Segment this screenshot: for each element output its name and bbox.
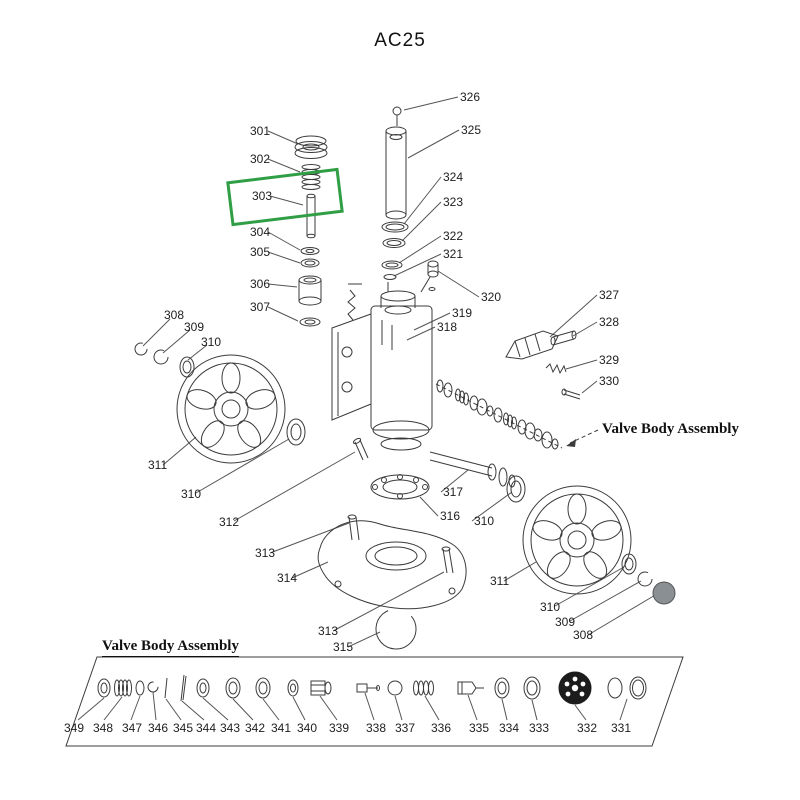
callout-308-left: 308 <box>164 308 185 322</box>
left-axle-rings <box>134 342 195 378</box>
callout-319: 319 <box>452 306 473 320</box>
release-lever-group <box>505 330 581 400</box>
callout-322: 322 <box>443 229 464 243</box>
callout-347: 347 <box>122 721 143 735</box>
callout-334: 334 <box>499 721 520 735</box>
callout-326: 326 <box>460 90 481 104</box>
callout-310-center: 310 <box>474 514 495 528</box>
callout-340: 340 <box>297 721 318 735</box>
bolt-320 <box>420 260 439 293</box>
callout-339: 339 <box>329 721 350 735</box>
callout-307: 307 <box>250 300 271 314</box>
callout-346: 346 <box>148 721 169 735</box>
callout-315: 315 <box>333 640 354 654</box>
roller-left <box>286 418 306 446</box>
callout-329: 329 <box>599 353 620 367</box>
callout-311-right: 311 <box>490 574 510 588</box>
callout-337: 337 <box>395 721 416 735</box>
callout-309-right: 309 <box>555 615 576 629</box>
callout-305: 305 <box>250 245 271 259</box>
callout-327: 327 <box>599 288 620 302</box>
callout-320: 320 <box>481 290 502 304</box>
highlight-box-part-303 <box>226 167 344 227</box>
callout-313-left: 313 <box>255 546 276 560</box>
valve-body-assembly-box <box>65 656 684 747</box>
wheel-right <box>522 485 632 595</box>
valve-stack-column <box>294 135 328 327</box>
callout-328: 328 <box>599 315 620 329</box>
callout-343: 343 <box>220 721 241 735</box>
callout-338: 338 <box>366 721 387 735</box>
callout-341: 341 <box>271 721 292 735</box>
page-title: AC25 <box>374 30 426 51</box>
callout-301: 301 <box>250 124 271 138</box>
leader-lines <box>142 96 658 648</box>
callout-348: 348 <box>93 721 114 735</box>
right-axle-rings <box>621 553 676 605</box>
callout-324: 324 <box>443 170 464 184</box>
callout-333: 333 <box>529 721 550 735</box>
callout-311-left: 311 <box>148 458 168 472</box>
callout-342: 342 <box>245 721 266 735</box>
callout-313-bottom: 313 <box>318 624 339 638</box>
callout-308-right: 308 <box>573 628 594 642</box>
roller-right <box>506 475 526 503</box>
callout-332: 332 <box>577 721 598 735</box>
base-bracket-group <box>317 514 467 650</box>
valve-body-assembly-label-right: Valve Body Assembly <box>602 421 739 437</box>
callout-310-left-roller: 310 <box>181 487 202 501</box>
callout-312: 312 <box>219 515 240 529</box>
callout-349: 349 <box>64 721 85 735</box>
callout-304: 304 <box>250 225 271 239</box>
callout-303: 303 <box>252 189 273 203</box>
callout-316: 316 <box>440 509 461 523</box>
callout-302: 302 <box>250 152 271 166</box>
piston-rod-assembly <box>381 106 409 292</box>
callout-345: 345 <box>173 721 194 735</box>
shaft-and-flange <box>352 437 516 500</box>
callout-336: 336 <box>431 721 452 735</box>
valve-body-assembly-label-bottom: Valve Body Assembly <box>102 638 239 657</box>
callout-335: 335 <box>469 721 490 735</box>
valve-parts-chain <box>435 379 599 450</box>
callout-310-right: 310 <box>540 600 561 614</box>
callout-318: 318 <box>437 320 458 334</box>
callout-310-left-top: 310 <box>201 335 222 349</box>
callout-330: 330 <box>599 374 620 388</box>
callout-306: 306 <box>250 277 271 291</box>
pump-body <box>331 283 433 451</box>
callout-317: 317 <box>443 485 464 499</box>
callout-321: 321 <box>443 247 464 261</box>
callout-344: 344 <box>196 721 217 735</box>
callout-325: 325 <box>461 123 482 137</box>
callout-331: 331 <box>611 721 632 735</box>
callout-323: 323 <box>443 195 464 209</box>
callout-314: 314 <box>277 571 298 585</box>
callout-309-left: 309 <box>184 320 205 334</box>
